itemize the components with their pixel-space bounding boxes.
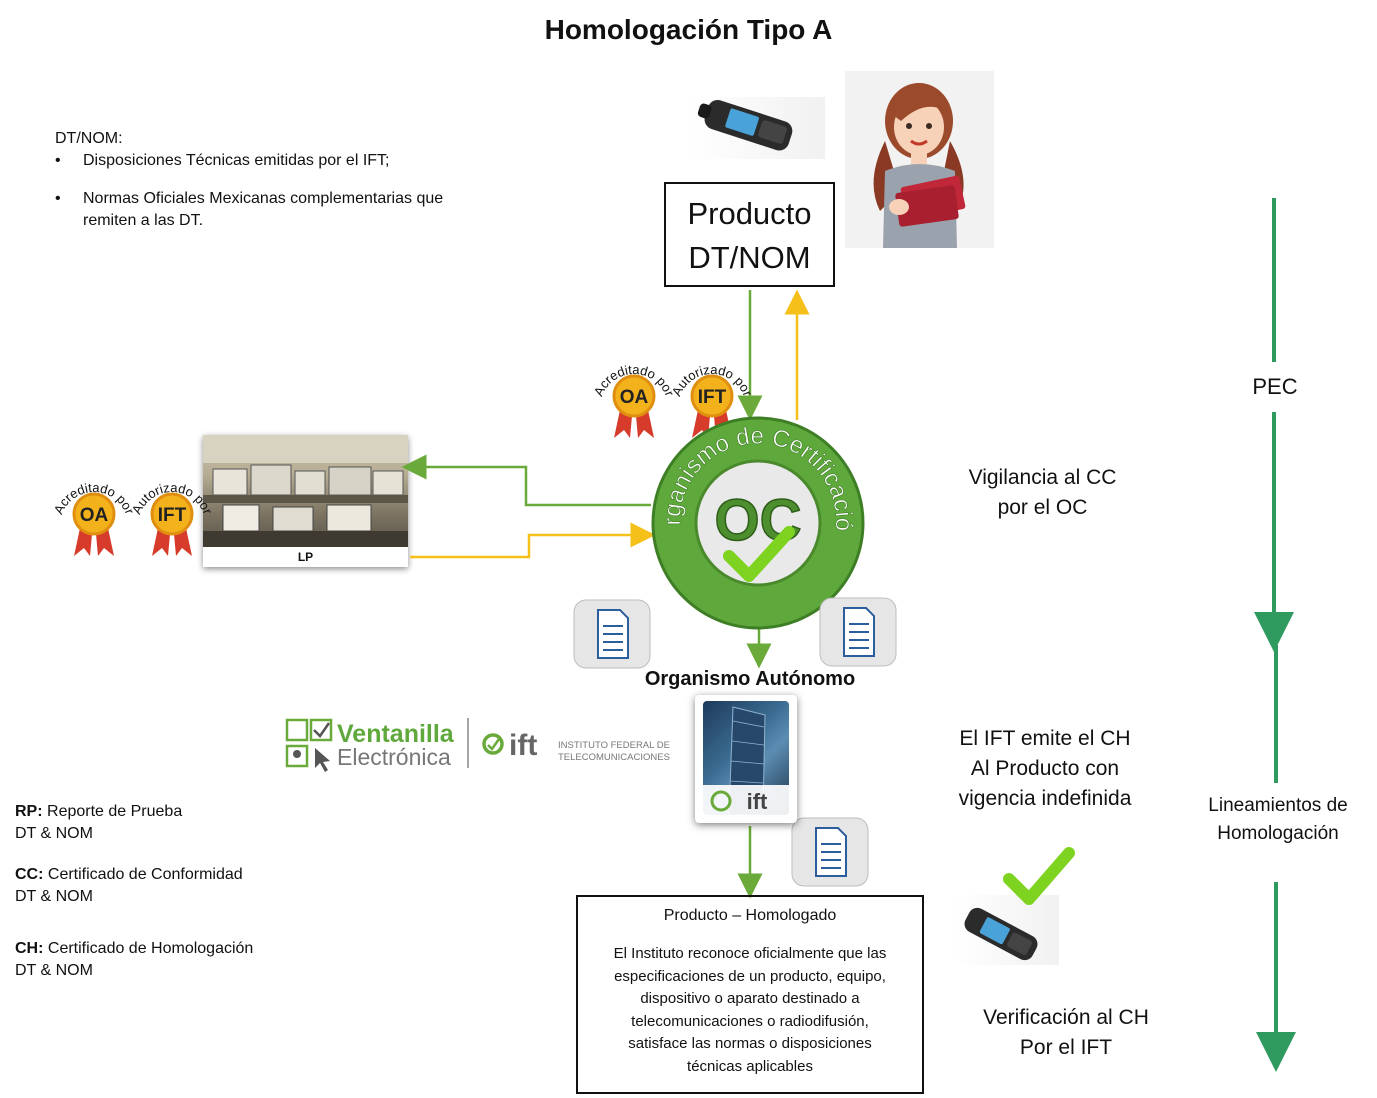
mobile-phone-icon (964, 907, 1038, 961)
homologado-desc-line: El Instituto reconoce oficialmente que l… (613, 945, 887, 962)
homologado-desc-line: satisface las normas o disposiciones (628, 1035, 872, 1052)
vigilancia-text: Vigilancia al CC por el OC (935, 463, 1150, 523)
page-title: Homologación Tipo A (544, 14, 833, 45)
lab-photo (203, 435, 408, 547)
ift-wordmark: ift (509, 729, 537, 762)
legend-sub: DT & NOM (15, 825, 93, 842)
producto-dt-nom-box: Producto DT/NOM (664, 182, 835, 287)
ift-fullname-line1: INSTITUTO FEDERAL DE (558, 740, 670, 751)
homologado-desc-line: dispositivo o aparato destinado a (640, 990, 860, 1007)
form-icon (285, 718, 309, 742)
mobile-phone-icon (697, 99, 793, 151)
building-icon: ift (703, 706, 789, 816)
person-icon (873, 83, 966, 248)
arrow-oc-to-lab (401, 454, 651, 507)
ventanilla-logo-graphic: Ventanilla Electrónica ift INSTITUTO FED… (285, 718, 670, 772)
electronica-word: Electrónica (337, 744, 451, 770)
legend-desc: Reporte de Prueba (42, 803, 183, 820)
checkmark-icon (1003, 847, 1075, 905)
ift-logo-icon (710, 790, 732, 812)
legend-cc: CC: Certificado de Conformidad DT & NOM (15, 864, 243, 908)
pec-label: PEC (1252, 374, 1298, 399)
ventanilla-electronica-logo: Ventanilla Electrónica ift INSTITUTO FED… (283, 712, 681, 782)
user-icon (285, 744, 309, 768)
checkmark-icon (313, 722, 331, 738)
ift-logo-icon (482, 733, 504, 755)
ift-emite-text: El IFT emite el CH Al Producto con vigen… (925, 724, 1165, 814)
cursor-icon (315, 748, 330, 772)
lp-label: LP (297, 550, 314, 564)
legend-abbr: CH: (15, 940, 44, 957)
verificacion-line: Por el IFT (1019, 1036, 1113, 1059)
legend-desc: Certificado de Conformidad (43, 866, 243, 883)
ift-fullname-line2: TELECOMUNICACIONES (558, 752, 670, 763)
arrow-lab-to-oc (410, 522, 656, 559)
organismo-autonomo-label: Organismo Autónomo (644, 668, 856, 690)
checkmark-icon (723, 526, 795, 582)
lab-equipment-icon (203, 435, 408, 547)
verificacion-text: Verificación al CH Por el IFT (955, 1003, 1177, 1063)
phone-image-homologado (955, 895, 1059, 965)
producto-homologado-box: Producto – Homologado El Instituto recon… (576, 895, 924, 1094)
vigilancia-line: Vigilancia al CC (968, 466, 1117, 489)
ift-building-image: ift (695, 695, 797, 823)
homologado-description: El Instituto reconoce oficialmente que l… (578, 943, 922, 1078)
emite-line: vigencia indefinida (958, 787, 1132, 810)
vigilancia-line: por el OC (997, 496, 1088, 519)
medal-icon (612, 374, 656, 438)
producto-label: Producto (687, 196, 812, 231)
badges-lab: Acreditado por Autorizado por OA IFT (52, 480, 212, 556)
ift-badge-label: IFT (158, 505, 187, 526)
homologado-title: Producto – Homologado (663, 907, 837, 924)
ift-badge-label: IFT (698, 387, 727, 408)
dt-nom-list: Disposiciones Técnicas emitidas por el I… (55, 150, 485, 232)
homologado-desc-line: telecomunicaciones o radiodifusión, (631, 1012, 869, 1030)
oc-center-label: OC (715, 488, 802, 553)
tower-ift-logo: ift (747, 789, 768, 814)
dt-nom-heading: DT/NOM: (55, 130, 123, 147)
dt-nom-item: Normas Oficiales Mexicanas complementari… (55, 188, 485, 232)
legend-abbr: CC: (15, 866, 44, 883)
legend-abbr: RP: (15, 803, 43, 820)
legend-sub: DT & NOM (15, 888, 93, 905)
legend-ch: CH: Certificado de Homologación DT & NOM (15, 938, 253, 982)
emite-line: Al Producto con (970, 757, 1120, 780)
building-photo: ift (703, 701, 789, 816)
emite-line: El IFT emite el CH (959, 727, 1131, 750)
homologado-desc-line: técnicas aplicables (687, 1057, 813, 1075)
oc-seal: Organismo de Certificación OC (651, 416, 865, 630)
oa-badge-label: OA (620, 387, 649, 408)
lineamientos-label: Lineamientos de Homologación (1185, 792, 1371, 848)
lineamientos-line: Lineamientos de (1208, 795, 1348, 816)
dt-nom-item: Disposiciones Técnicas emitidas por el I… (55, 150, 485, 172)
medal-icon (72, 492, 116, 556)
legend-rp: RP: Reporte de Prueba DT & NOM (15, 801, 182, 845)
legend-sub: DT & NOM (15, 962, 93, 979)
lineamientos-line: Homologación (1217, 823, 1339, 844)
check-box-icon (309, 718, 333, 742)
dt-nom-definitions: DT/NOM: Disposiciones Técnicas emitidas … (55, 128, 485, 232)
woman-illustration (845, 71, 994, 248)
document-icon (791, 817, 869, 887)
medal-icon (150, 492, 194, 556)
laboratorio-prueba-image: LP (203, 435, 408, 567)
document-icon (573, 599, 651, 669)
verificacion-line: Verificación al CH (983, 1006, 1149, 1029)
homologado-desc-line: especificaciones de un producto, equipo, (614, 967, 886, 985)
legend-desc: Certificado de Homologación (43, 940, 254, 957)
phone-image-top (690, 97, 825, 159)
dt-nom-label: DT/NOM (688, 240, 811, 275)
document-icon (819, 597, 897, 667)
oa-badge-label: OA (80, 505, 109, 526)
ventanilla-word: Ventanilla (337, 720, 455, 748)
